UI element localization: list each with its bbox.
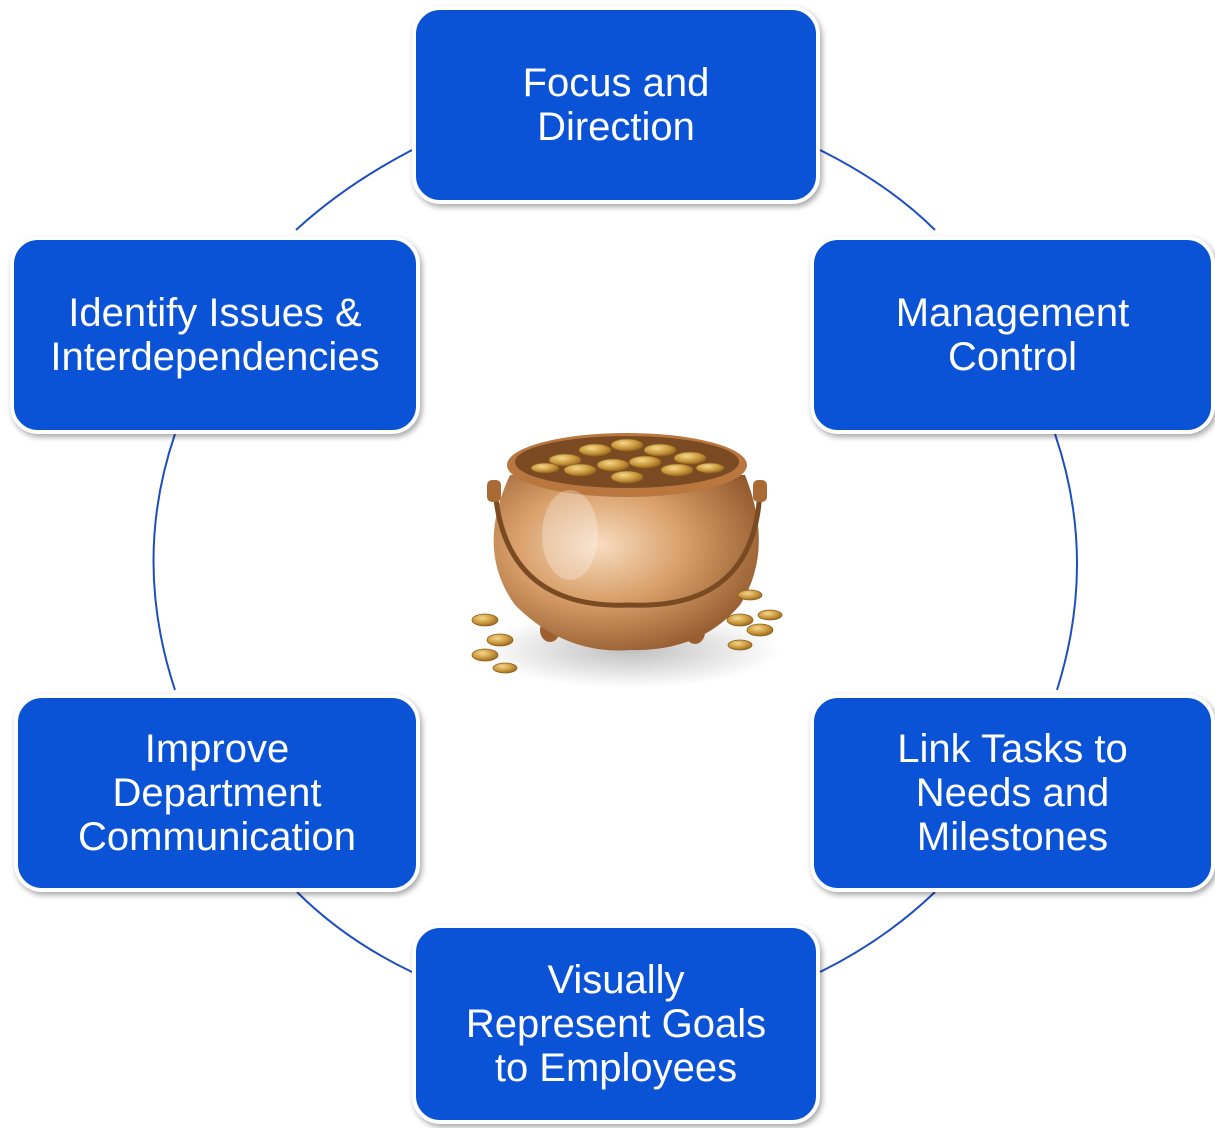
node-improve-department-communication: Improve Department Communication bbox=[14, 694, 420, 892]
connector-visual-to-improve bbox=[296, 891, 413, 973]
connector-link-to-visual bbox=[819, 891, 936, 973]
connector-management-to-link bbox=[1054, 433, 1078, 691]
connector-improve-to-identify bbox=[152, 433, 176, 691]
connector-identify-to-focus bbox=[295, 149, 413, 231]
node-visually-represent-goals: Visually Represent Goals to Employees bbox=[412, 924, 820, 1124]
connector-focus-to-management bbox=[819, 149, 936, 231]
node-link-tasks: Link Tasks to Needs and Milestones bbox=[810, 694, 1215, 892]
pot-of-gold-icon bbox=[471, 433, 783, 688]
node-focus-and-direction: Focus and Direction bbox=[412, 6, 820, 204]
node-management-control: Management Control bbox=[810, 236, 1215, 434]
node-identify-issues: Identify Issues & Interdependencies bbox=[10, 236, 420, 434]
